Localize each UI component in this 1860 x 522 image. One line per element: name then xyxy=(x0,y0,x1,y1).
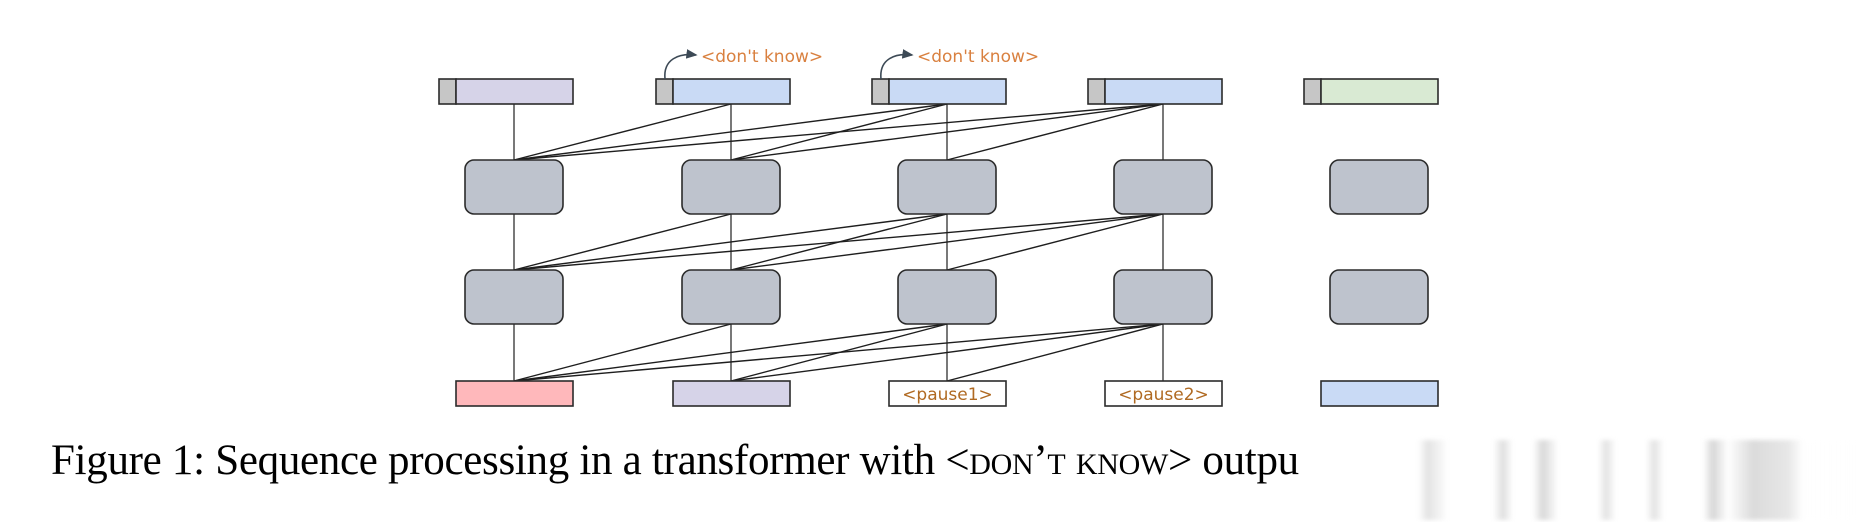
transformer-block-col4-layer2 xyxy=(1113,159,1213,215)
transformer-diagram: <pause1><pause2> <don't know><don't know… xyxy=(438,47,1439,407)
edge-layer1-to-input-col4-col2 xyxy=(730,323,1164,382)
pause-token-label: <pause1> xyxy=(902,385,993,405)
input-embedding xyxy=(888,380,1007,407)
dont-know-annotations: <don't know> <don't know> xyxy=(664,47,1039,80)
edge-output-to-layer2-col4-col2 xyxy=(730,103,1164,161)
edge-layer2-to-layer1-col4-col1 xyxy=(513,213,1164,271)
dont-know-label: <don't know> xyxy=(701,47,823,67)
caption-prefix: Figure 1: Sequence processing in a trans… xyxy=(51,437,946,484)
dont-know-flag-cell xyxy=(1303,78,1322,105)
attention-edges xyxy=(513,103,1164,382)
edge-layer2-to-layer1-col4-col3 xyxy=(946,213,1164,271)
dont-know-flag-cell xyxy=(438,78,457,105)
dont-know-annotation-col2: <don't know> xyxy=(664,47,823,80)
edge-layer1-to-input-col4-col3 xyxy=(946,323,1164,382)
output-embedding xyxy=(455,78,574,105)
edge-output-to-layer2-col3-col1 xyxy=(513,103,948,161)
edge-layer2-to-layer1-col4-col2 xyxy=(730,213,1164,271)
transformer-block-col3-layer1 xyxy=(897,269,997,325)
transformer-block-col1-layer1 xyxy=(464,269,564,325)
input-token-col4: <pause2> xyxy=(1104,380,1223,407)
edge-layer1-to-input-col2-col1 xyxy=(513,323,732,382)
output-embedding xyxy=(1320,78,1439,105)
transformer-block-col5-layer1 xyxy=(1329,269,1429,325)
output-token-col1 xyxy=(438,78,574,105)
input-token-col3: <pause1> xyxy=(888,380,1007,407)
curved-arrow-icon xyxy=(664,49,698,80)
dont-know-label: <don't know> xyxy=(917,47,1039,67)
input-embedding xyxy=(1104,380,1223,407)
edge-output-to-layer2-col4-col3 xyxy=(946,103,1164,161)
output-embedding xyxy=(888,78,1007,105)
edge-layer1-to-input-col3-col1 xyxy=(513,323,948,382)
input-embedding xyxy=(672,380,791,407)
output-token-col4 xyxy=(1087,78,1223,105)
output-embedding xyxy=(1104,78,1223,105)
output-token-col5 xyxy=(1303,78,1439,105)
caption-suffix: outpu xyxy=(1191,437,1299,484)
input-embedding xyxy=(455,380,574,407)
transformer-block-col1-layer2 xyxy=(464,159,564,215)
output-token-col2 xyxy=(655,78,791,105)
edge-layer2-to-layer1-col3-col1 xyxy=(513,213,948,271)
output-token-col3 xyxy=(871,78,1007,105)
watermark-blur xyxy=(1418,440,1860,520)
edge-output-to-layer2-col2-col1 xyxy=(513,103,732,161)
figure-caption: Figure 1: Sequence processing in a trans… xyxy=(51,436,1299,485)
input-token-col5 xyxy=(1320,380,1439,407)
dont-know-flag-cell xyxy=(1087,78,1106,105)
input-token-col1 xyxy=(455,380,574,407)
pause-token-label: <pause2> xyxy=(1118,385,1209,405)
dont-know-flag-cell xyxy=(655,78,674,105)
edge-layer1-to-input-col4-col1 xyxy=(513,323,1164,382)
input-embedding xyxy=(1320,380,1439,407)
dont-know-flag-cell xyxy=(871,78,890,105)
transformer-block-col4-layer1 xyxy=(1113,269,1213,325)
edge-layer2-to-layer1-col2-col1 xyxy=(513,213,732,271)
transformer-block-col3-layer2 xyxy=(897,159,997,215)
transformer-block-col5-layer2 xyxy=(1329,159,1429,215)
transformer-block-col2-layer1 xyxy=(681,269,781,325)
transformer-block-col2-layer2 xyxy=(681,159,781,215)
nodes: <pause1> <pause2> xyxy=(438,78,1439,407)
input-token-col2 xyxy=(672,380,791,407)
dont-know-annotation-col3: <don't know> xyxy=(880,47,1039,80)
curved-arrow-icon xyxy=(880,49,914,80)
output-embedding xyxy=(672,78,791,105)
caption-token: <don’t know> xyxy=(945,437,1192,484)
edge-output-to-layer2-col4-col1 xyxy=(513,103,1164,161)
